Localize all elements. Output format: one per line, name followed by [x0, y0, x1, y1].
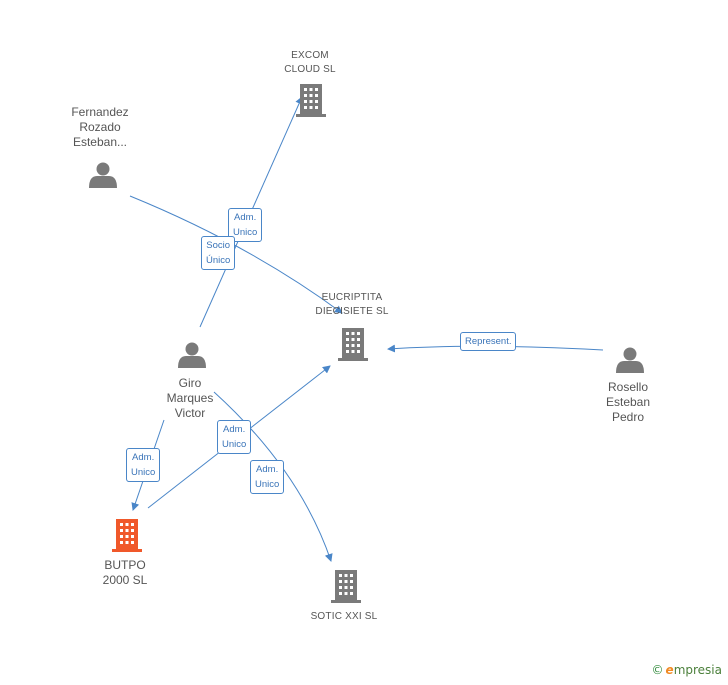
edge-label-adm-unico[interactable]: Adm. Unico	[126, 448, 161, 482]
edge-label-line: Adm.	[256, 464, 279, 475]
node-label-giro[interactable]: Giro Marques Victor	[167, 376, 214, 421]
node-label-butpo[interactable]: BUTPO 2000 SL	[103, 558, 148, 588]
node-name-line: EUCRIPTITA	[321, 292, 383, 303]
edge-label-line: Unico	[131, 467, 156, 478]
building-icon[interactable]	[296, 84, 326, 117]
edge-label-line: Adm.	[223, 424, 246, 435]
edge-label-line: Único	[206, 255, 231, 266]
node-name-line: Pedro	[611, 410, 645, 424]
node-name-line: Giro	[178, 376, 202, 390]
node-name-line: Marques	[166, 391, 214, 405]
node-name-line: Victor	[174, 406, 206, 420]
edge-label-line: Represent.	[465, 336, 512, 347]
edge-label-socio-unico[interactable]: Socio Único	[201, 236, 236, 270]
node-name-line: Fernandez	[71, 105, 129, 119]
edge-label-line: Unico	[233, 227, 258, 238]
node-label-eucriptita[interactable]: EUCRIPTITA DIECISIETE SL	[315, 291, 388, 319]
building-icon[interactable]	[338, 328, 368, 361]
node-name-line: DIECISIETE SL	[315, 306, 389, 317]
brand-watermark: ©empresia	[652, 663, 722, 677]
edge-label-line: Socio	[206, 240, 231, 251]
building-icon[interactable]	[331, 570, 361, 603]
edge-fernandez-eucriptita	[129, 195, 343, 314]
brand-initial: e	[665, 663, 674, 677]
edge-label-line: Unico	[222, 439, 247, 450]
edge-giro-sotic	[213, 391, 333, 562]
edge-label-represent[interactable]: Represent.	[460, 332, 517, 351]
node-name-line: BUTPO	[104, 558, 146, 572]
node-label-rosello[interactable]: Rosello Esteban Pedro	[606, 380, 650, 425]
node-name-line: SOTIC XXI SL	[310, 611, 378, 622]
edge-label-adm-unico[interactable]: Adm. Unico	[217, 420, 252, 454]
node-name-line: Rosello	[607, 380, 649, 394]
person-icon[interactable]	[89, 162, 117, 189]
node-name-line: EXCOM	[291, 50, 329, 61]
brand-name: mpresia	[673, 663, 722, 677]
node-name-line: 2000 SL	[102, 573, 148, 587]
node-name-line: Esteban...	[72, 135, 128, 149]
person-icon[interactable]	[178, 342, 206, 369]
copyright-symbol: ©	[651, 663, 664, 677]
node-label-sotic[interactable]: SOTIC XXI SL	[311, 610, 378, 624]
node-name-line: Esteban	[605, 395, 651, 409]
edge-label-line: Unico	[255, 479, 280, 490]
edge-label-line: Adm.	[132, 452, 155, 463]
edge-label-line: Adm.	[234, 212, 257, 223]
building-icon-highlight[interactable]	[112, 519, 142, 552]
person-icon[interactable]	[616, 347, 644, 374]
node-name-line: Rozado	[79, 120, 121, 134]
node-name-line: CLOUD SL	[284, 64, 336, 75]
edge-label-adm-unico[interactable]: Adm. Unico	[250, 460, 285, 494]
node-label-excom[interactable]: EXCOM CLOUD SL	[284, 49, 336, 77]
node-label-fernandez[interactable]: Fernandez Rozado Esteban...	[71, 105, 128, 150]
